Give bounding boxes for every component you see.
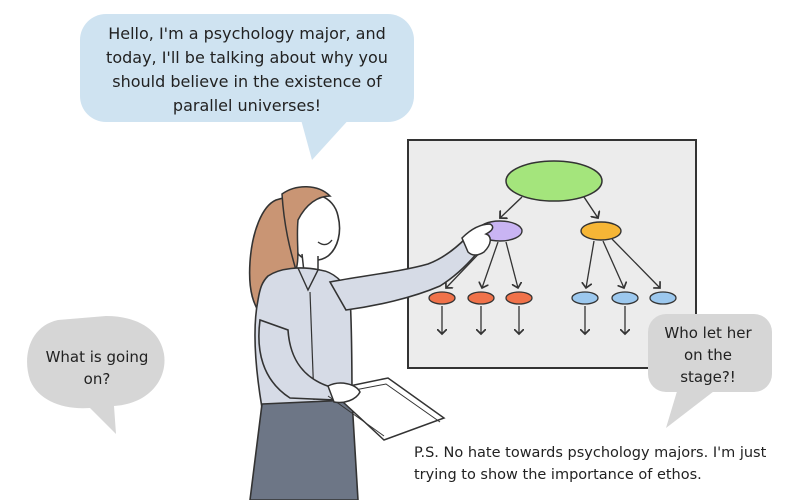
- audience-left-speech-text: What is going on?: [45, 348, 149, 388]
- audience-right-bubble: [648, 314, 772, 428]
- footnote-text: P.S. No hate towards psychology majors. …: [414, 445, 767, 483]
- audience-left-bubble: [27, 316, 165, 434]
- papers-in-hand: [327, 377, 446, 441]
- tree-diagram-board: [407, 139, 697, 369]
- presenter-speech-text: Hello, I'm a psychology major, and today…: [106, 24, 388, 115]
- diagram-right-node: [580, 221, 622, 241]
- audience-right-speech-text: Who let her on the stage?!: [664, 324, 752, 386]
- diagram-root-node: [505, 160, 603, 202]
- presenter-speech-bubble: [80, 14, 414, 160]
- presenter-figure: [248, 186, 494, 500]
